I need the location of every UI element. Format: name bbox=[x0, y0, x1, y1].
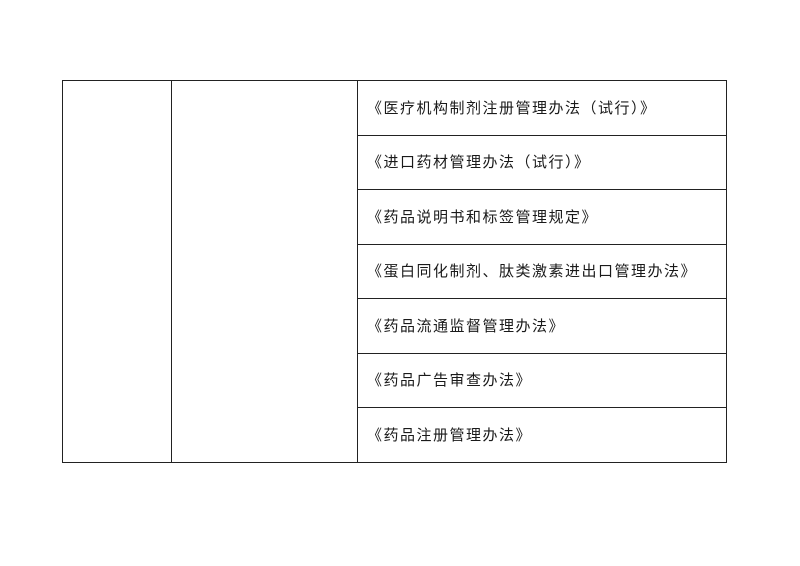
regulations-table: 《医疗机构制剂注册管理办法（试行）》 《进口药材管理办法（试行）》 《药品说明书… bbox=[62, 80, 727, 463]
table-row: 《医疗机构制剂注册管理办法（试行）》 bbox=[62, 80, 727, 463]
regulation-title: 《药品说明书和标签管理规定》 bbox=[367, 207, 599, 226]
regulation-title: 《药品广告审查办法》 bbox=[367, 371, 533, 390]
regulation-title: 《药品流通监督管理办法》 bbox=[367, 316, 566, 335]
table-row: 《药品流通监督管理办法》 bbox=[63, 298, 727, 354]
subcategory-cell bbox=[171, 80, 358, 463]
regulation-title: 《药品注册管理办法》 bbox=[367, 425, 533, 444]
regulation-cell: 《进口药材管理办法（试行）》 bbox=[357, 134, 727, 190]
regulation-title: 《医疗机构制剂注册管理办法（试行）》 bbox=[367, 98, 657, 117]
table-row: 《药品广告审查办法》 bbox=[63, 352, 727, 408]
regulation-cell: 《药品流通监督管理办法》 bbox=[357, 298, 727, 354]
table-row: 《药品注册管理办法》 bbox=[63, 407, 727, 463]
table-row: 《药品说明书和标签管理规定》 bbox=[63, 189, 727, 245]
regulation-cell: 《药品说明书和标签管理规定》 bbox=[357, 189, 727, 245]
category-cell bbox=[62, 80, 172, 463]
regulation-cell: 《药品注册管理办法》 bbox=[357, 407, 727, 463]
regulation-title: 《蛋白同化制剂、肽类激素进出口管理办法》 bbox=[367, 262, 698, 281]
regulation-cell: 《药品广告审查办法》 bbox=[357, 352, 727, 408]
regulation-cell: 《蛋白同化制剂、肽类激素进出口管理办法》 bbox=[357, 243, 727, 299]
regulation-title: 《进口药材管理办法（试行）》 bbox=[367, 153, 591, 172]
regulations-table-body: 《医疗机构制剂注册管理办法（试行）》 《进口药材管理办法（试行）》 《药品说明书… bbox=[62, 80, 727, 463]
regulation-cell: 《医疗机构制剂注册管理办法（试行）》 bbox=[357, 80, 727, 136]
table-row: 《进口药材管理办法（试行）》 bbox=[63, 134, 727, 190]
